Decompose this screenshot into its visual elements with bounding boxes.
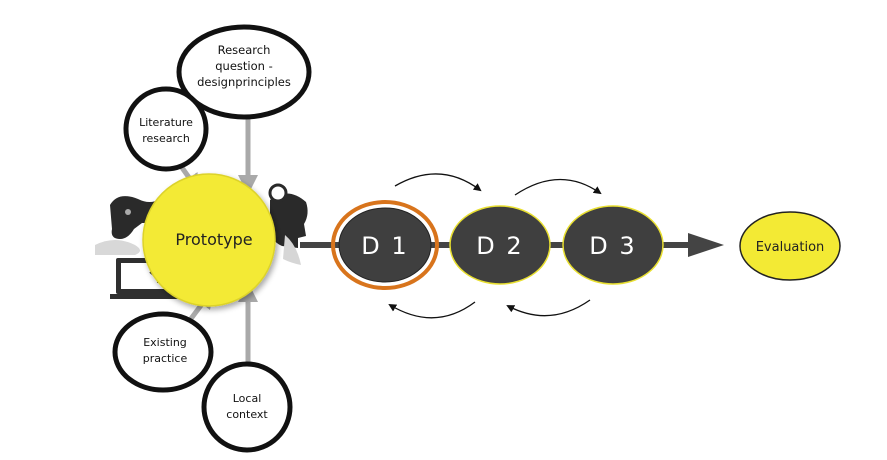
local-context-node: Local context (201, 361, 293, 453)
iteration-arrow-d1-to-d2 (394, 173, 482, 192)
existing-line-2: practice (143, 352, 188, 365)
iteration-arrow-d3-to-d2 (506, 299, 591, 317)
flow-arrowhead (688, 233, 724, 257)
iteration-arrow-d2-to-d3 (514, 178, 602, 196)
local-line-1: Local (233, 392, 262, 405)
prototype-node (142, 173, 276, 307)
literature-line-2: research (142, 132, 190, 145)
d1-label: D 1 (361, 232, 408, 260)
research-question-node: Research question - designprinciples (176, 24, 312, 120)
evaluation-node: Evaluation (739, 211, 841, 281)
d1-node: D 1 (331, 200, 439, 290)
iteration-arrow-d2-to-d1 (388, 301, 476, 319)
evaluation-label: Evaluation (756, 240, 825, 255)
literature-research-node: Literature research (123, 86, 209, 172)
prototype-label: Prototype (175, 230, 252, 249)
existing-line-1: Existing (143, 336, 187, 349)
d2-node: D 2 (449, 205, 551, 285)
research-line-2: question - (215, 59, 273, 73)
d3-label: D 3 (589, 232, 636, 260)
research-line-1: Research (218, 43, 271, 57)
local-line-2: context (226, 408, 268, 421)
research-line-3: designprinciples (197, 75, 291, 89)
head-gear-icon (268, 183, 308, 265)
d2-label: D 2 (476, 232, 523, 260)
existing-practice-node: Existing practice (112, 311, 214, 393)
d3-node: D 3 (562, 205, 664, 285)
literature-line-1: Literature (139, 116, 193, 129)
